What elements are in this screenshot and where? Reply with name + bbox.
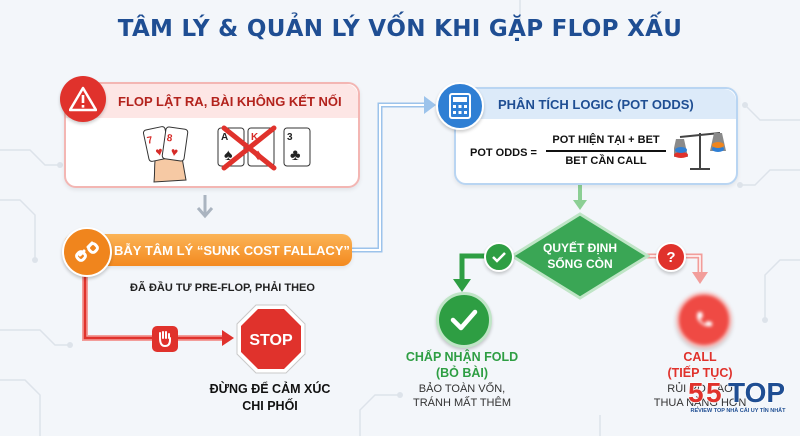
pot-odds-card: PHÂN TÍCH LOGIC (POT ODDS) POT ODDS = PO…	[454, 87, 738, 185]
cards-illustration: 7 ♥ 8 ♥ A ♠ K ♦ 3 ♣	[142, 125, 311, 183]
phone-call-icon	[676, 292, 732, 348]
fraction-bar	[546, 150, 666, 152]
stop-caption-line1: ĐỪNG ĐỂ CẢM XÚC	[209, 382, 331, 396]
call-sub-line2: THUA NẶNG HƠN	[653, 397, 747, 409]
fold-sub-line2: TRÁNH MẤT THÊM	[413, 397, 511, 409]
card-ace-rank: A	[221, 132, 228, 143]
check-small-icon	[484, 242, 514, 272]
call-sub-line1: RỦI RO CAO	[667, 383, 733, 395]
playing-card-8	[161, 126, 189, 162]
svg-text:♥: ♥	[170, 145, 179, 160]
logo-graphic: 5 5 TOP	[687, 376, 786, 408]
svg-text:5: 5	[688, 377, 704, 408]
fold-title-line2: (BỎ BÀI)	[435, 366, 489, 380]
hand-stop-icon	[152, 326, 178, 352]
pot-odds-lhs: POT ODDS =	[470, 147, 537, 159]
card-8-rank: 8	[166, 133, 173, 145]
playing-card-3	[283, 127, 311, 167]
calculator-icon	[436, 82, 484, 130]
pot-odds-denominator: BET CẦN CALL	[565, 155, 647, 167]
pot-odds-numerator: POT HIỆN TẠI + BET	[552, 134, 660, 146]
card-7-rank: 7	[146, 135, 154, 147]
page-title: TÂM LÝ & QUẢN LÝ VỐN KHI GẶP FLOP XẤU	[117, 16, 683, 42]
stop-caption-line2: CHI PHỐI	[242, 399, 298, 413]
card-king-rank: K	[251, 132, 259, 143]
arrow-flop-to-sunkcost	[196, 195, 214, 219]
pot-odds-header: PHÂN TÍCH LOGIC (POT ODDS)	[456, 89, 736, 119]
logo-brand: TOP	[728, 377, 785, 408]
flop-card-header: FLOP LẬT RA, BÀI KHÔNG KẾT NỐI	[66, 84, 358, 118]
sunk-cost-title: BẪY TÂM LÝ “SUNK COST FALLACY”	[114, 243, 350, 258]
stop-sign-text: STOP	[249, 332, 293, 349]
call-title-line1: CALL	[683, 350, 717, 364]
arrow-sunkcost-to-potodds	[352, 102, 428, 253]
decision-diamond	[510, 212, 650, 300]
svg-text:♠: ♠	[224, 147, 233, 164]
fold-check-icon	[436, 292, 492, 348]
svg-text:♥: ♥	[154, 144, 164, 159]
flop-card-title: FLOP LẬT RA, BÀI KHÔNG KẾT NỐI	[118, 93, 342, 109]
balance-scale-icon	[674, 132, 726, 170]
flop-card: FLOP LẬT RA, BÀI KHÔNG KẾT NỐI 7 ♥ 8 ♥ A…	[64, 82, 360, 188]
question-icon: ?	[656, 242, 686, 272]
svg-text:♣: ♣	[290, 147, 301, 164]
broken-chain-icon	[62, 227, 112, 277]
cross-mark-icon	[221, 125, 277, 171]
svg-text:5: 5	[706, 377, 722, 408]
fold-title-line1: CHẤP NHẬN FOLD	[405, 350, 519, 364]
pot-odds-title: PHÂN TÍCH LOGIC (POT ODDS)	[498, 96, 694, 112]
stop-sign-icon: STOP	[236, 304, 306, 374]
fold-sub-line1: BẢO TOÀN VỐN,	[418, 383, 506, 395]
call-title-line2: (TIẾP TỤC)	[667, 366, 733, 380]
brand-logo: 5 5 TOP REVIEW TOP NHÀ CÁI UY TÍN NHẤT	[682, 372, 794, 426]
decision-line1: QUYẾT ĐỊNH	[542, 241, 617, 255]
decision-line2: SỐNG CÒN	[547, 257, 613, 271]
logo-tagline: REVIEW TOP NHÀ CÁI UY TÍN NHẤT	[690, 408, 786, 414]
card-3-rank: 3	[287, 132, 293, 143]
sunk-cost-banner: BẪY TÂM LÝ “SUNK COST FALLACY”	[64, 234, 352, 266]
sunk-cost-caption: ĐÃ ĐẦU TƯ PRE-FLOP, PHẢI THEO	[130, 282, 315, 294]
warning-icon	[60, 76, 106, 122]
